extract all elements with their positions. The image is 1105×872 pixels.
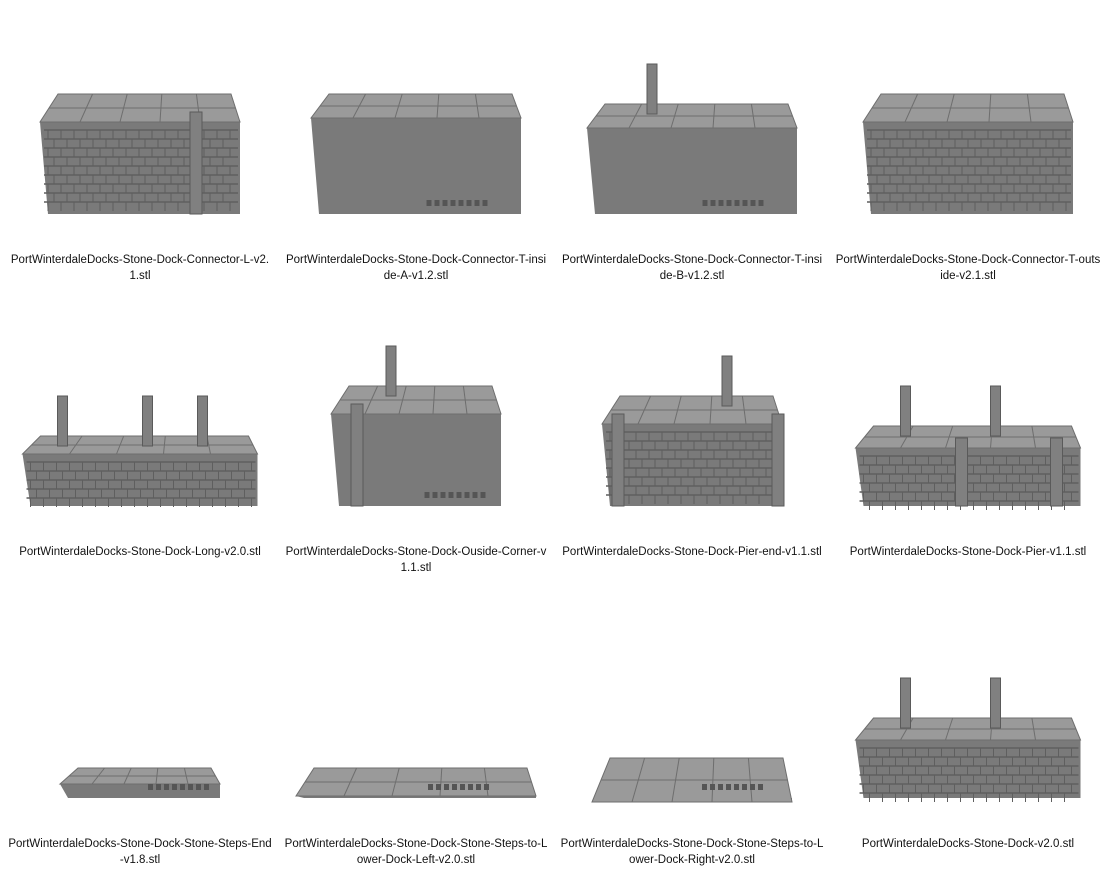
stl-thumbnail <box>586 63 798 214</box>
wooden-post <box>197 395 208 447</box>
file-name-label[interactable]: PortWinterdaleDocks-Stone-Dock-Stone-Ste… <box>8 838 272 866</box>
wooden-post <box>771 413 785 507</box>
file-item[interactable]: PortWinterdaleDocks-Stone-Dock-Connector… <box>554 0 830 292</box>
file-item[interactable]: PortWinterdaleDocks-Stone-Dock-Stone-Ste… <box>2 584 278 872</box>
stl-thumbnail <box>591 757 793 803</box>
file-name-label[interactable]: PortWinterdaleDocks-Stone-Dock-Connector… <box>285 254 547 282</box>
file-item[interactable]: PortWinterdaleDocks-Stone-Dock-Ouside-Co… <box>278 292 554 584</box>
stl-thumbnail <box>310 93 522 214</box>
file-name-label[interactable]: PortWinterdaleDocks-Stone-Dock-Stone-Ste… <box>560 838 824 866</box>
file-item[interactable]: PortWinterdaleDocks-Stone-Dock-Stone-Ste… <box>278 584 554 872</box>
wooden-post <box>142 395 153 447</box>
file-item[interactable]: PortWinterdaleDocks-Stone-Dock-v2.0.stl <box>830 584 1105 872</box>
file-item[interactable]: PortWinterdaleDocks-Stone-Dock-Connector… <box>2 0 278 292</box>
stl-thumbnail <box>58 767 221 798</box>
stl-thumbnail <box>862 93 1074 214</box>
wooden-post <box>900 677 911 729</box>
file-name-label[interactable]: PortWinterdaleDocks-Stone-Dock-v2.0.stl <box>861 838 1075 850</box>
wooden-post <box>721 355 733 407</box>
file-item[interactable]: PortWinterdaleDocks-Stone-Dock-Connector… <box>830 0 1105 292</box>
file-item[interactable]: PortWinterdaleDocks-Stone-Dock-Connector… <box>278 0 554 292</box>
file-name-label[interactable]: PortWinterdaleDocks-Stone-Dock-Connector… <box>10 254 270 282</box>
file-name-label[interactable]: PortWinterdaleDocks-Stone-Dock-Stone-Ste… <box>284 838 548 866</box>
wooden-post <box>990 677 1001 729</box>
wooden-post <box>955 437 968 507</box>
stl-thumbnail <box>854 385 1082 510</box>
stl-thumbnail <box>21 395 259 507</box>
wooden-post <box>189 111 203 215</box>
wooden-post <box>1050 437 1063 507</box>
file-item[interactable]: PortWinterdaleDocks-Stone-Dock-Stone-Ste… <box>554 584 830 872</box>
wooden-post <box>57 395 68 447</box>
file-name-label[interactable]: PortWinterdaleDocks-Stone-Dock-Long-v2.0… <box>19 546 261 558</box>
wooden-post <box>900 385 911 437</box>
wooden-post <box>990 385 1001 437</box>
file-item[interactable]: PortWinterdaleDocks-Stone-Dock-Pier-v1.1… <box>830 292 1105 584</box>
stl-thumbnail <box>295 767 537 798</box>
stl-thumbnail <box>601 355 785 507</box>
wooden-post <box>646 63 658 115</box>
stl-thumbnail <box>854 677 1082 802</box>
file-name-label[interactable]: PortWinterdaleDocks-Stone-Dock-Ouside-Co… <box>285 546 547 574</box>
stl-thumbnail <box>39 93 241 215</box>
stl-thumbnail <box>330 345 502 507</box>
wooden-post <box>611 413 625 507</box>
file-item[interactable]: PortWinterdaleDocks-Stone-Dock-Pier-end-… <box>554 292 830 584</box>
file-name-label[interactable]: PortWinterdaleDocks-Stone-Dock-Connector… <box>561 254 823 282</box>
wooden-post <box>385 345 397 397</box>
file-name-label[interactable]: PortWinterdaleDocks-Stone-Dock-Pier-end-… <box>562 546 822 558</box>
wooden-post <box>350 403 364 507</box>
file-name-label[interactable]: PortWinterdaleDocks-Stone-Dock-Pier-v1.1… <box>849 546 1087 558</box>
file-name-label[interactable]: PortWinterdaleDocks-Stone-Dock-Connector… <box>835 254 1101 282</box>
file-item[interactable]: PortWinterdaleDocks-Stone-Dock-Long-v2.0… <box>2 292 278 584</box>
